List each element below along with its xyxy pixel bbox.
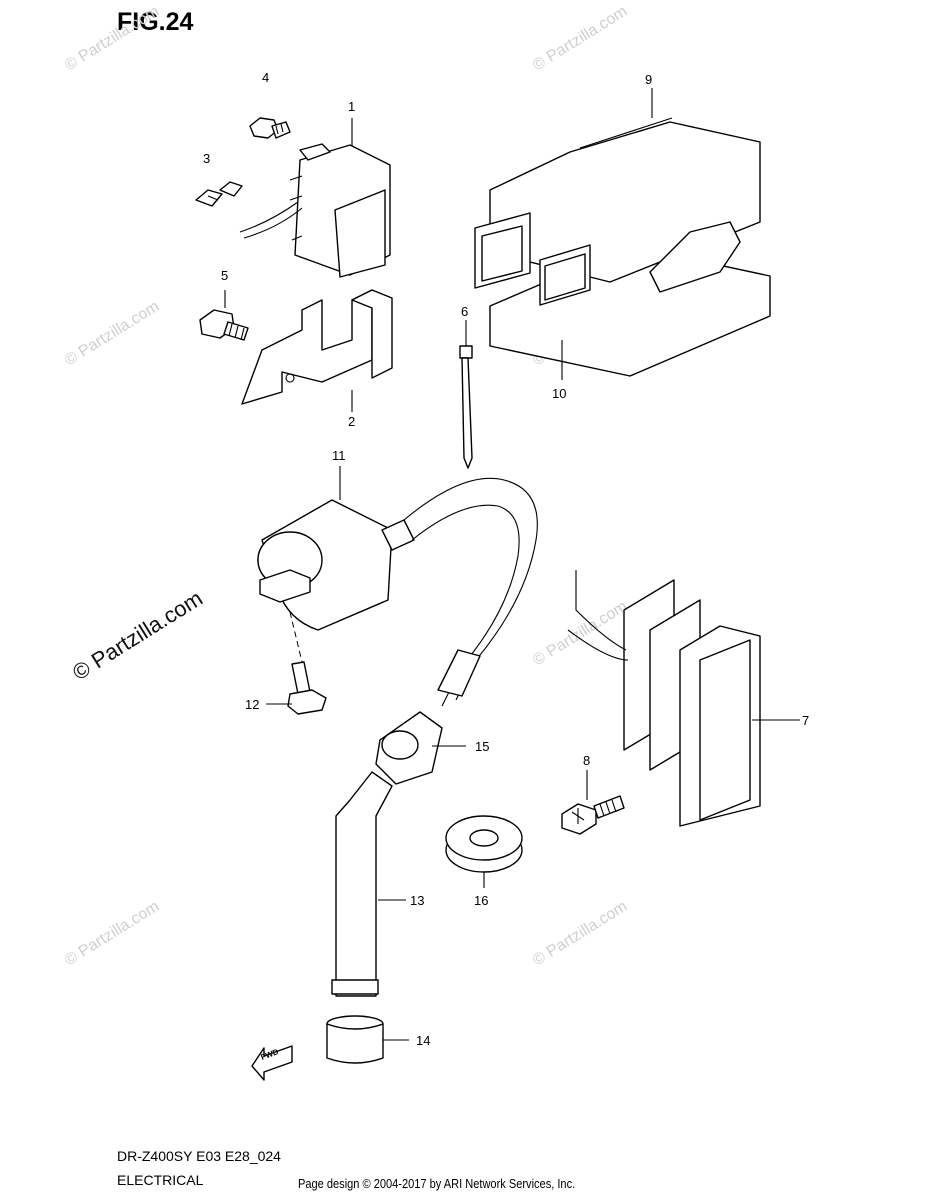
figure-title: FIG.24 (117, 8, 194, 36)
callout-2: 2 (348, 414, 355, 429)
regulator-part-7[interactable] (567, 570, 800, 827)
callout-11: 11 (332, 448, 346, 463)
cable-tie-part-6[interactable] (459, 320, 473, 469)
page-credit: Page design © 2004-2017 by ARI Network S… (298, 1176, 576, 1191)
callout-10: 10 (552, 386, 566, 401)
section-name: ELECTRICAL (117, 1172, 204, 1188)
screw-part-12[interactable] (266, 611, 327, 715)
forward-arrow-icon: FWD (251, 1045, 293, 1081)
clip-part-3[interactable] (195, 181, 243, 207)
bolt-part-4[interactable] (249, 117, 291, 139)
callout-4: 4 (262, 70, 269, 85)
bolt-part-5[interactable] (199, 290, 249, 341)
callout-1: 1 (348, 99, 355, 114)
bolt-part-8[interactable] (561, 770, 625, 835)
callout-15: 15 (475, 739, 489, 754)
cdi-unit-part-9[interactable] (474, 88, 771, 377)
cap-part-14[interactable] (326, 1015, 409, 1064)
spark-plug-cap-part-13[interactable] (331, 771, 406, 997)
callout-14: 14 (416, 1033, 430, 1048)
callout-8: 8 (583, 753, 590, 768)
relay-part-1[interactable] (239, 118, 391, 278)
ignition-coil-part-11[interactable] (257, 466, 538, 707)
callout-7: 7 (802, 713, 809, 728)
callout-9: 9 (645, 72, 652, 87)
callout-3: 3 (203, 151, 210, 166)
spark-plug-boot-part-15[interactable] (375, 711, 466, 785)
grommet-part-16[interactable] (445, 815, 523, 888)
callout-16: 16 (474, 893, 488, 908)
callout-6: 6 (461, 304, 468, 319)
callout-12: 12 (245, 697, 259, 712)
model-code: DR-Z400SY E03 E28_024 (117, 1148, 281, 1164)
bracket-part-2[interactable] (241, 289, 393, 412)
callout-5: 5 (221, 268, 228, 283)
callout-13: 13 (410, 893, 424, 908)
